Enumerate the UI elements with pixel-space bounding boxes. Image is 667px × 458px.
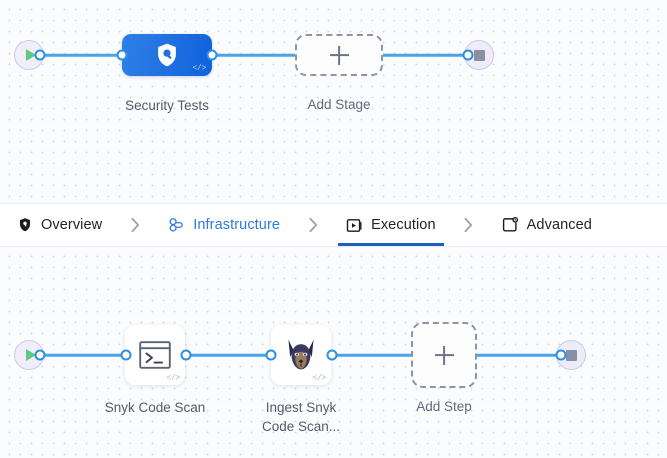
step-node-label-ingest-snyk-code-scan: Ingest Snyk Code Scan... bbox=[261, 400, 341, 434]
infra-nodes-icon bbox=[168, 217, 185, 234]
wire-start-to-snyk bbox=[40, 353, 126, 357]
chevron-right-icon bbox=[296, 204, 330, 246]
ingest-snyk-output-port[interactable] bbox=[326, 349, 338, 361]
tab-label-infrastructure: Infrastructure bbox=[193, 217, 281, 233]
wire-ingest-to-addstep bbox=[331, 353, 411, 357]
stage-pipeline-canvas[interactable]: </> Security Tests Add Stage bbox=[0, 0, 667, 203]
add-step-label: Add Step bbox=[416, 399, 472, 414]
add-stage-label: Add Stage bbox=[307, 97, 371, 112]
snyk-dog-icon bbox=[288, 339, 314, 370]
tab-overview[interactable]: Overview bbox=[0, 204, 118, 246]
tab-execution[interactable]: Execution bbox=[330, 204, 452, 246]
wire-start-to-security bbox=[40, 53, 132, 57]
step-node-ingest-snyk-code-scan[interactable]: </> bbox=[271, 325, 331, 385]
play-icon bbox=[25, 49, 36, 61]
play-icon bbox=[25, 349, 36, 361]
stop-icon bbox=[473, 49, 485, 61]
wire-addstage-to-end bbox=[378, 53, 468, 57]
security-shield-icon bbox=[158, 43, 176, 67]
step-pipeline-canvas[interactable]: </> </> bbox=[0, 247, 667, 458]
wire-security-to-addstage bbox=[210, 53, 300, 57]
stage-node-security-tests[interactable]: </> bbox=[122, 34, 212, 76]
chevron-right-icon bbox=[118, 204, 152, 246]
wire-snyk-to-ingest bbox=[186, 353, 272, 357]
tab-label-execution: Execution bbox=[371, 217, 436, 233]
snyk-code-scan-input-port[interactable] bbox=[120, 349, 132, 361]
tab-advanced[interactable]: Advanced bbox=[486, 204, 608, 246]
security-tests-output-port[interactable] bbox=[206, 49, 218, 61]
stop-icon bbox=[565, 349, 577, 361]
pipeline-section-tabbar: Overview Infrastructure bbox=[0, 203, 667, 247]
terminal-icon bbox=[139, 341, 171, 369]
plus-icon bbox=[330, 46, 349, 65]
code-badge: </> bbox=[166, 374, 180, 383]
plus-icon bbox=[435, 346, 454, 365]
code-badge: </> bbox=[192, 64, 206, 73]
advanced-gear-icon bbox=[502, 217, 519, 234]
tab-label-advanced: Advanced bbox=[526, 217, 592, 233]
code-badge: </> bbox=[312, 374, 326, 383]
add-step-button[interactable] bbox=[411, 322, 477, 388]
start-output-port[interactable] bbox=[34, 49, 46, 61]
end-input-port[interactable] bbox=[462, 49, 474, 61]
stage-node-label-security-tests: Security Tests bbox=[125, 98, 209, 113]
add-stage-button[interactable] bbox=[295, 34, 383, 76]
steps-start-output-port[interactable] bbox=[34, 349, 46, 361]
execution-icon bbox=[346, 217, 363, 234]
wire-addstep-to-end bbox=[477, 353, 561, 357]
security-tests-input-port[interactable] bbox=[116, 49, 128, 61]
snyk-code-scan-output-port[interactable] bbox=[180, 349, 192, 361]
tab-label-overview: Overview bbox=[41, 217, 103, 233]
ingest-snyk-input-port[interactable] bbox=[265, 349, 277, 361]
step-node-snyk-code-scan[interactable]: </> bbox=[125, 325, 185, 385]
step-node-label-snyk-code-scan: Snyk Code Scan bbox=[104, 400, 206, 415]
steps-end-input-port[interactable] bbox=[555, 349, 567, 361]
shield-icon bbox=[16, 217, 33, 234]
chevron-right-icon bbox=[452, 204, 486, 246]
tab-infrastructure[interactable]: Infrastructure bbox=[152, 204, 296, 246]
